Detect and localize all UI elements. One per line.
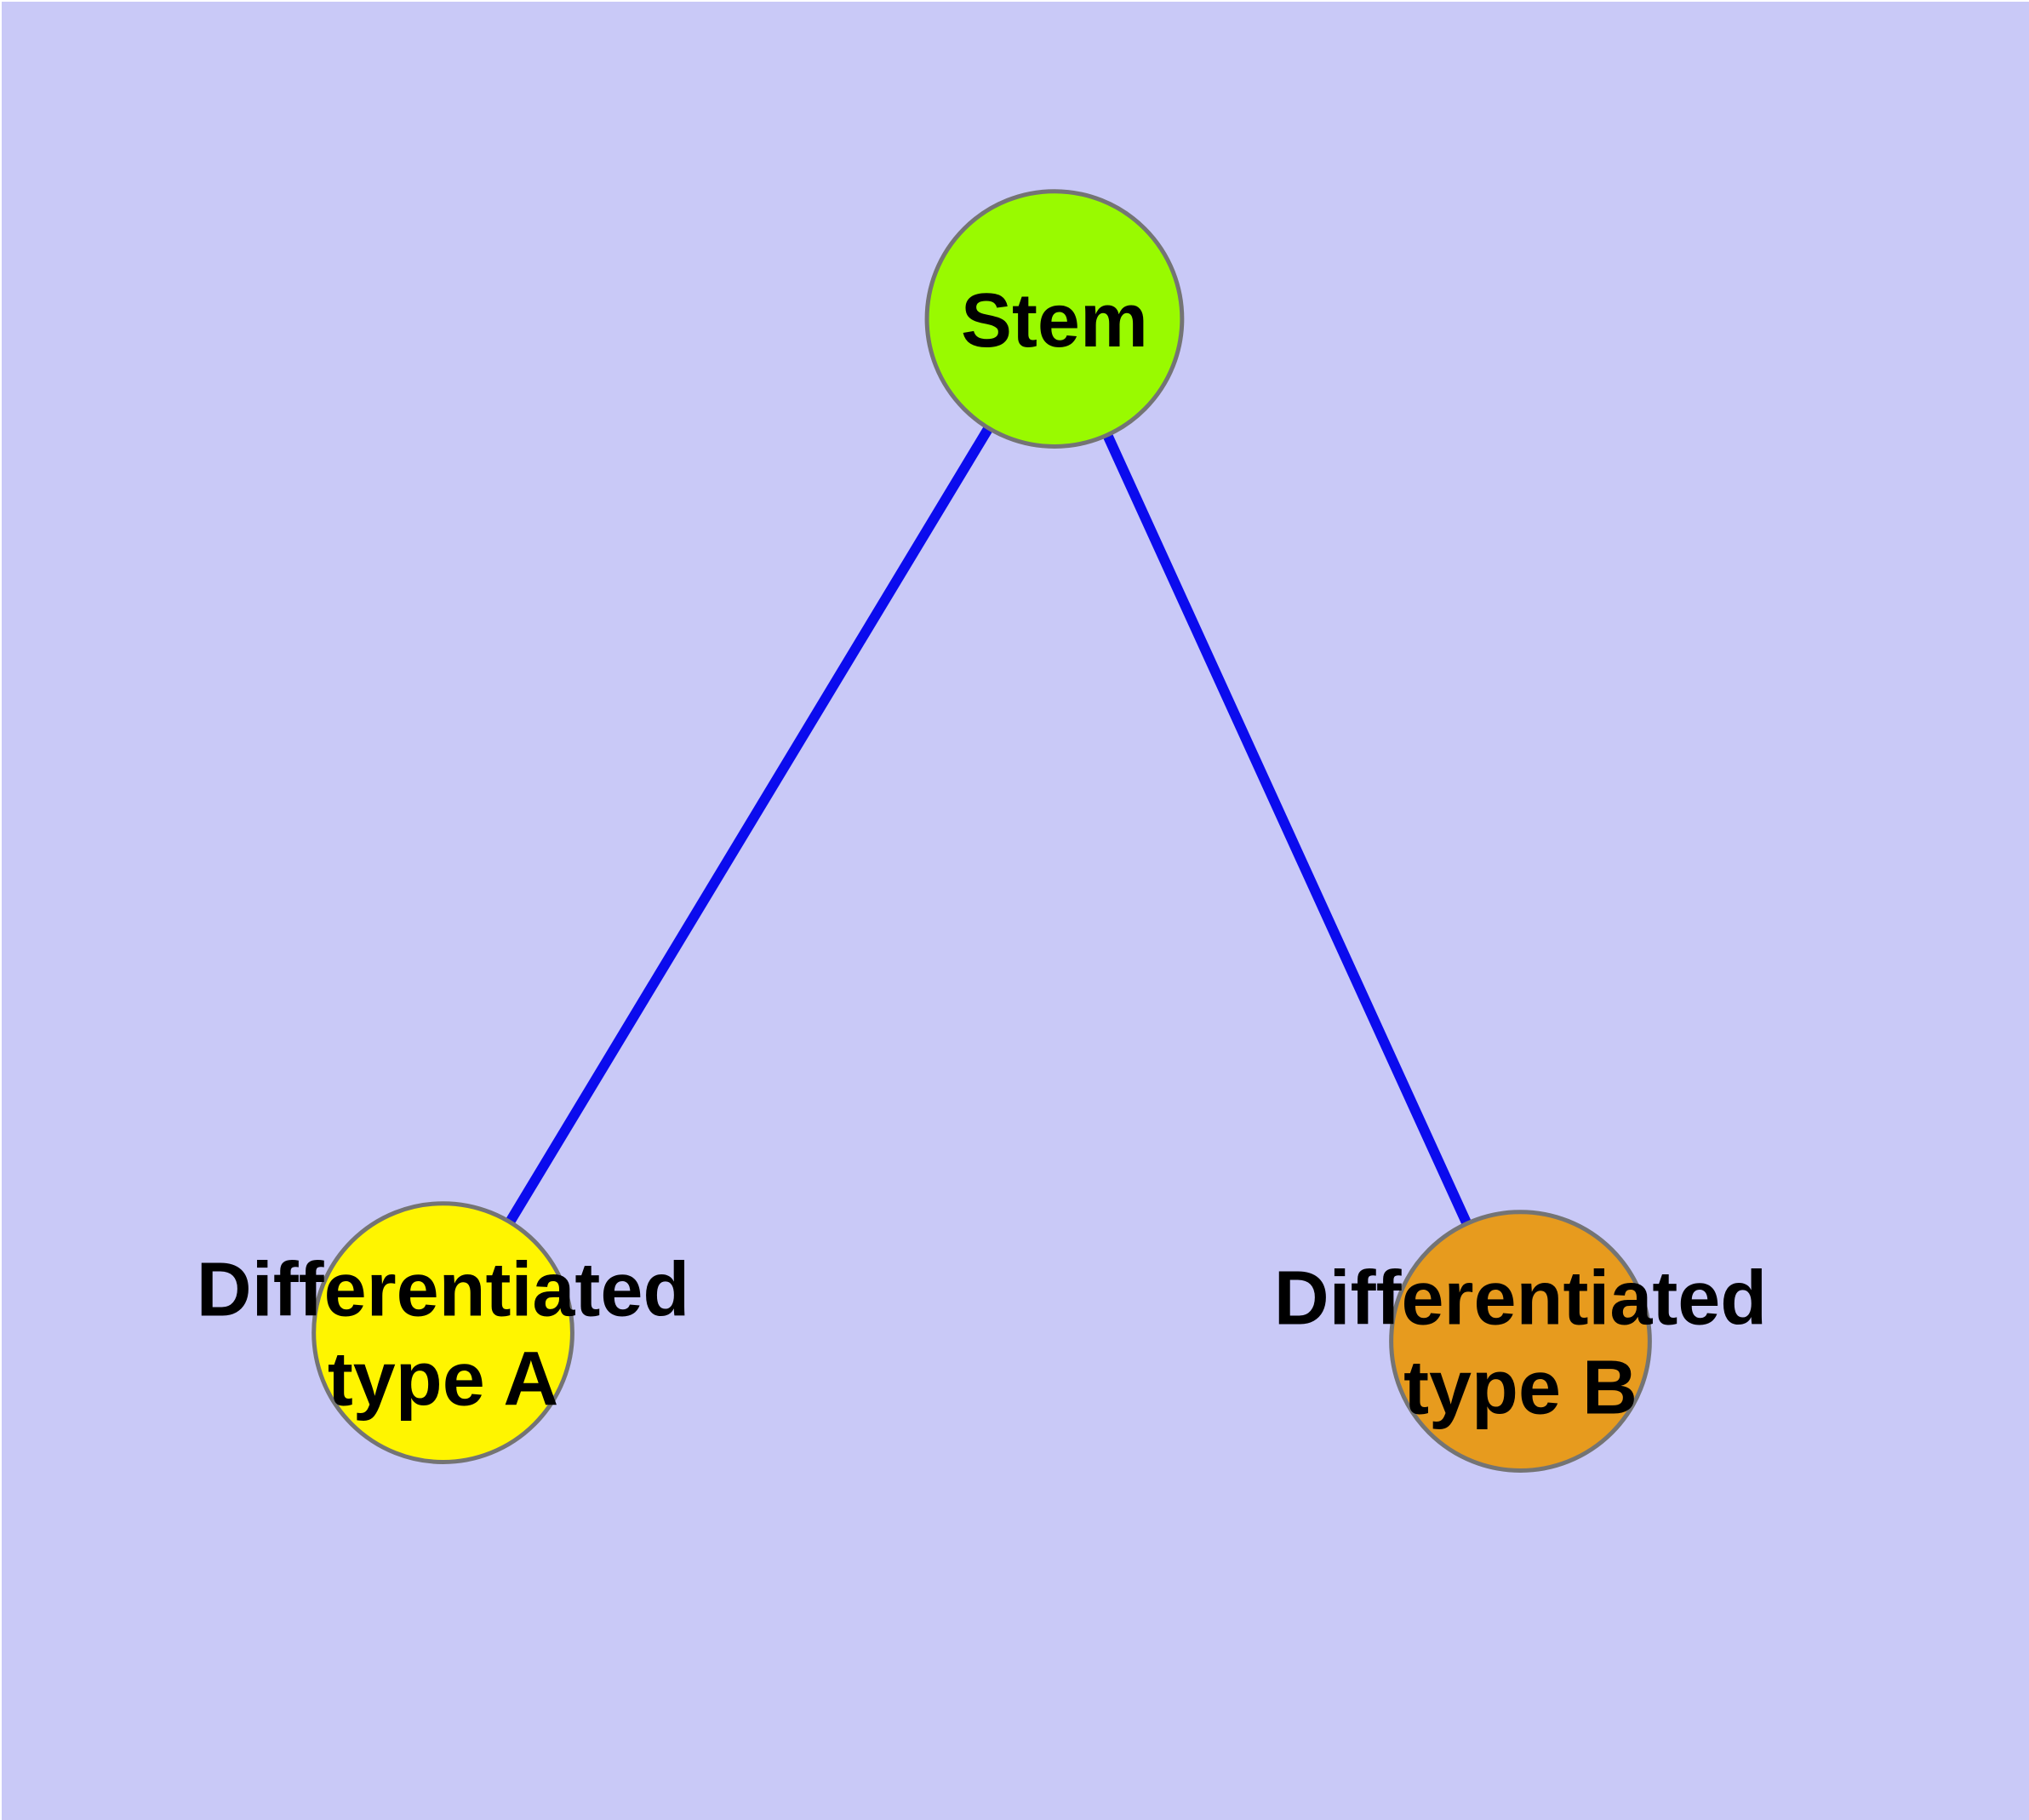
node-label-line: type B: [1403, 1345, 1637, 1430]
node-stem[interactable]: [924, 189, 1185, 449]
node-label-line: Differentiated: [1274, 1256, 1767, 1341]
node-label-line: Stem: [961, 278, 1148, 363]
node-differentiated-type-b[interactable]: [1389, 1210, 1652, 1473]
node-label-line: Differentiated: [197, 1248, 689, 1333]
edge-stem-to-differentiated-type-b: [1049, 317, 1525, 1344]
edge-stem-to-differentiated-type-a: [438, 316, 1060, 1336]
node-label-stem: Stem: [961, 278, 1148, 363]
node-differentiated-type-a[interactable]: [311, 1201, 574, 1464]
node-label-line: type A: [328, 1336, 558, 1422]
